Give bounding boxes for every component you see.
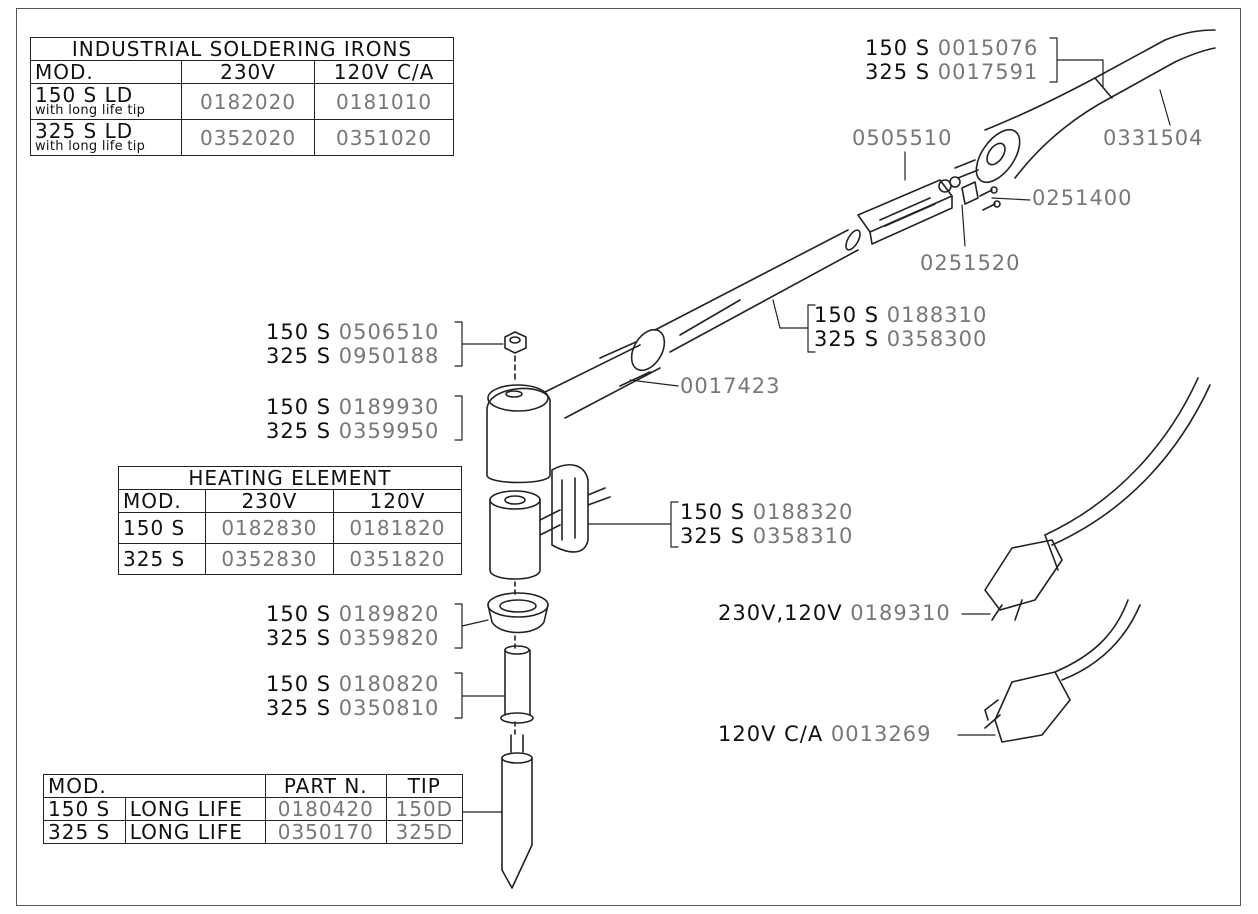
heating-model: 150 S <box>118 512 206 544</box>
clamp <box>961 181 1001 211</box>
label-shield: 150 S 0188320 325 S 0358310 <box>680 500 854 548</box>
heating-table: HEATING ELEMENT MOD. 230V 120V 150 S 018… <box>118 466 463 575</box>
label-bushing: 150 S 0180820 325 S 0350810 <box>266 672 440 720</box>
tip <box>501 734 533 889</box>
nut <box>504 331 527 383</box>
tip-model: 150 S <box>43 797 126 821</box>
cable-us <box>1054 599 1141 681</box>
tip-header-tip: TIP <box>385 774 464 798</box>
irons-model: 325 S LD <box>35 119 134 143</box>
leader-lines <box>454 37 1171 813</box>
tip-table: MOD. PART N. TIP 150 S LONG LIFE 0180420… <box>43 774 464 844</box>
irons-model: 150 S LD <box>35 83 134 107</box>
irons-part-230v: 0182020 <box>180 83 316 120</box>
irons-model-note: with long life tip <box>35 103 146 118</box>
tip-part: 0350170 <box>264 820 387 844</box>
shield <box>551 464 611 553</box>
label-plug-us: 120V C/A 0013269 <box>718 722 932 746</box>
label-plug-eu: 230V,120V 0189310 <box>718 601 951 625</box>
tip-code: 325D <box>385 820 464 844</box>
cap <box>487 592 549 634</box>
tip-code: 150D <box>385 797 464 821</box>
heating-header-230v: 230V <box>204 489 334 513</box>
heating-header-120v: 120V <box>332 489 463 513</box>
connector-block <box>857 176 961 245</box>
label-tube: 150 S 0188310 325 S 0358300 <box>814 303 988 351</box>
label-handle: 150 S 0015076 325 S 0017591 <box>865 36 1039 84</box>
flange <box>599 328 666 387</box>
heating-part-120v: 0181820 <box>332 512 463 544</box>
irons-header-120v: 120V C/A <box>314 60 454 84</box>
table-row: 150 S 0182830 0181820 <box>118 512 463 544</box>
irons-part-120v: 0351020 <box>314 119 454 156</box>
irons-table: INDUSTRIAL SOLDERING IRONS MOD. 230V 120… <box>30 37 454 156</box>
diagram-frame <box>16 8 1241 906</box>
irons-part-230v: 0352020 <box>180 119 316 156</box>
heating-part-230v: 0352830 <box>204 543 334 575</box>
head <box>486 344 661 484</box>
irons-header-230v: 230V <box>180 60 316 84</box>
irons-table-title: INDUSTRIAL SOLDERING IRONS <box>30 37 454 61</box>
plug-eu <box>984 534 1063 621</box>
tip-type: LONG LIFE <box>124 797 266 821</box>
label-nut: 150 S 0506510 325 S 0950188 <box>266 320 440 368</box>
tip-header-mod: MOD. <box>43 774 266 798</box>
handle <box>975 39 1176 184</box>
heating-part-120v: 0351820 <box>332 543 463 575</box>
heating-element <box>489 490 561 580</box>
label-flange-screw: 0017423 <box>680 374 781 398</box>
label-clamp: 0251520 <box>920 251 1021 275</box>
label-connector: 0505510 <box>852 126 953 150</box>
tip-model: 325 S <box>43 820 126 844</box>
power-cable <box>1164 29 1216 63</box>
irons-header-mod: MOD. <box>30 60 182 84</box>
plug-us <box>984 671 1071 743</box>
irons-part-120v: 0181010 <box>314 83 454 120</box>
table-row: 150 S LONG LIFE 0180420 150D <box>43 797 464 821</box>
wires <box>954 159 979 179</box>
tip-header-part: PART N. <box>264 774 387 798</box>
tip-part: 0180420 <box>264 797 387 821</box>
heating-table-title: HEATING ELEMENT <box>118 466 462 490</box>
tube <box>654 229 861 353</box>
cable-eu <box>1044 377 1211 546</box>
tip-type: LONG LIFE <box>124 820 266 844</box>
bushing <box>500 645 534 724</box>
label-screws: 0251400 <box>1032 186 1133 210</box>
label-cable-sleeve: 0331504 <box>1103 126 1204 150</box>
table-row: 325 S LONG LIFE 0350170 325D <box>43 820 464 844</box>
label-head: 150 S 0189930 325 S 0359950 <box>266 395 440 443</box>
heating-part-230v: 0182830 <box>204 512 334 544</box>
irons-model-note: with long life tip <box>35 139 146 154</box>
heating-header-mod: MOD. <box>118 489 206 513</box>
label-cap: 150 S 0189820 325 S 0359820 <box>266 602 440 650</box>
heating-model: 325 S <box>118 543 206 575</box>
table-row: 325 S 0352830 0351820 <box>118 543 463 575</box>
